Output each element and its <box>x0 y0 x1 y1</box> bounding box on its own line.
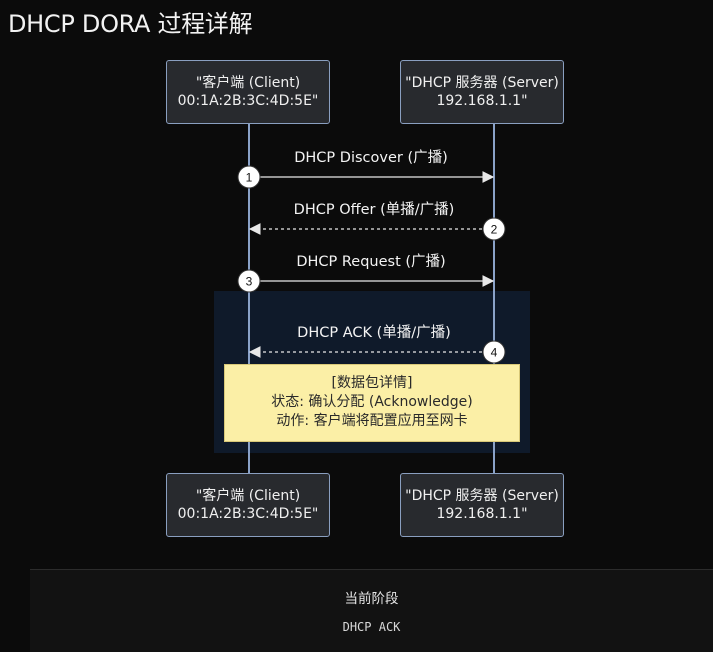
footer-divider <box>30 569 713 570</box>
note-title: [数据包详情] <box>331 375 413 391</box>
page-title: DHCP DORA 过程详解 <box>8 10 253 38</box>
current-stage-label: 当前阶段 <box>344 591 399 607</box>
client-actor-name-bottom: "客户端 (Client) <box>195 488 301 504</box>
server-actor-name-bottom: "DHCP 服务器 (Server) <box>405 488 559 504</box>
client-actor-bottom: "客户端 (Client) 00:1A:2B:3C:4D:5E" <box>166 473 330 537</box>
svg-text:2: 2 <box>491 223 498 237</box>
message-label-discover: DHCP Discover (广播) <box>294 150 448 166</box>
svg-text:3: 3 <box>246 275 253 289</box>
server-actor-ip-bottom: 192.168.1.1" <box>436 506 528 522</box>
client-actor-mac: 00:1A:2B:3C:4D:5E" <box>177 93 319 109</box>
message-label-ack: DHCP ACK (单播/广播) <box>297 325 451 341</box>
step-badge-2: 2 <box>482 217 506 241</box>
client-actor-mac-bottom: 00:1A:2B:3C:4D:5E" <box>177 506 319 522</box>
current-stage-panel: 当前阶段 DHCP ACK <box>30 570 713 652</box>
current-stage-value: DHCP ACK <box>342 620 401 634</box>
note-action: 动作: 客户端将配置应用至网卡 <box>276 413 468 429</box>
step-badge-4: 4 <box>482 340 506 364</box>
client-actor-top: "客户端 (Client) 00:1A:2B:3C:4D:5E" <box>166 60 330 124</box>
message-label-request: DHCP Request (广播) <box>296 254 446 270</box>
server-actor-ip: 192.168.1.1" <box>436 93 528 109</box>
note-status: 状态: 确认分配 (Acknowledge) <box>271 394 473 410</box>
svg-text:1: 1 <box>246 171 253 185</box>
server-actor-bottom: "DHCP 服务器 (Server) 192.168.1.1" <box>400 473 564 537</box>
client-actor-name: "客户端 (Client) <box>195 75 301 91</box>
server-actor-name: "DHCP 服务器 (Server) <box>405 75 559 91</box>
step-badge-1: 1 <box>237 165 261 189</box>
packet-details-note: [数据包详情] 状态: 确认分配 (Acknowledge) 动作: 客户端将配… <box>224 364 520 442</box>
message-label-offer: DHCP Offer (单播/广播) <box>293 202 455 218</box>
server-actor-top: "DHCP 服务器 (Server) 192.168.1.1" <box>400 60 564 124</box>
step-badge-3: 3 <box>237 269 261 293</box>
svg-text:4: 4 <box>491 346 498 360</box>
sequence-diagram: 1 2 3 4 <box>214 124 530 473</box>
